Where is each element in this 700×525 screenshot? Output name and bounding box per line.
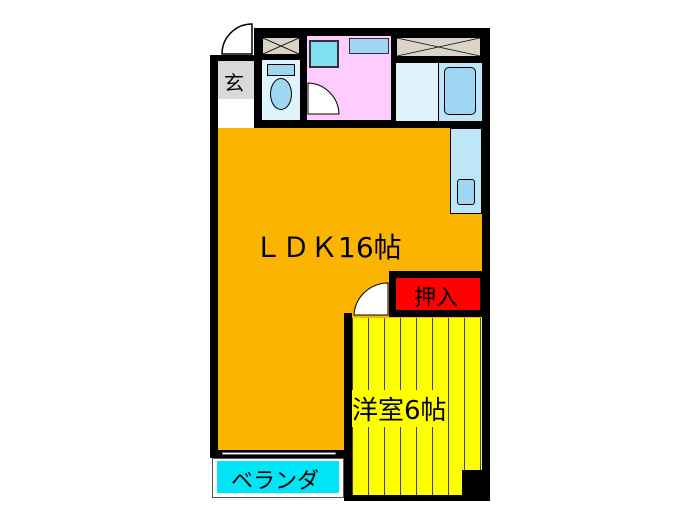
kitchen-sink-icon xyxy=(457,179,475,205)
western-room: 洋室6帖 xyxy=(352,318,482,496)
closet: 押入 xyxy=(396,278,480,311)
washroom-door-icon xyxy=(307,82,340,115)
wall xyxy=(344,495,490,501)
western-door-icon xyxy=(353,282,389,316)
wall xyxy=(210,55,255,61)
toilet-room xyxy=(262,60,300,120)
ldk-label: ＬＤＫ16帖 xyxy=(254,231,402,264)
entrance-door-icon xyxy=(221,23,253,55)
toilet-tank-icon xyxy=(267,64,295,76)
balcony: ベランダ xyxy=(212,458,344,498)
wall xyxy=(344,313,352,501)
entrance-label: 玄 xyxy=(224,71,244,95)
balcony-label: ベランダ xyxy=(231,469,320,494)
balcony-fill: ベランダ xyxy=(217,461,339,494)
kitchen-counter xyxy=(450,128,482,214)
wall xyxy=(482,28,490,500)
window xyxy=(222,452,336,455)
storage-cross xyxy=(261,36,301,56)
sink-icon xyxy=(349,38,389,54)
wall xyxy=(210,55,218,455)
western-room-label: 洋室6帖 xyxy=(352,390,447,427)
washroom xyxy=(307,36,391,120)
toilet-icon xyxy=(270,78,292,110)
storage-cross xyxy=(395,36,482,58)
bathtub-icon xyxy=(444,67,476,115)
closet-label: 押入 xyxy=(414,286,459,311)
bathroom xyxy=(396,63,482,121)
entrance: 玄 xyxy=(218,61,254,99)
washing-machine-icon xyxy=(309,40,339,68)
